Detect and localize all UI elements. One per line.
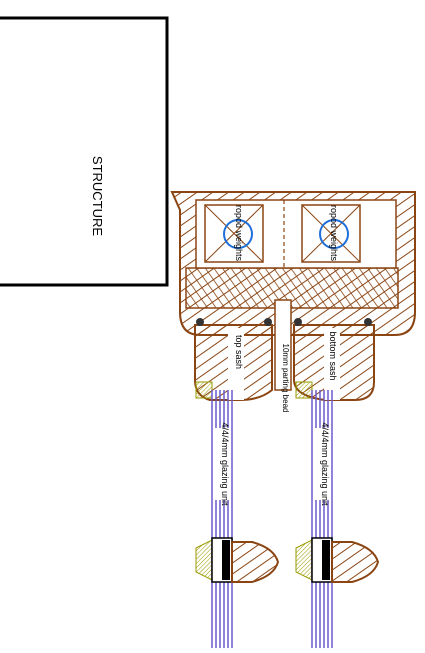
bottom-sash-label: bottom sash bbox=[328, 331, 338, 380]
left-meeting-rail bbox=[195, 537, 280, 583]
parting-bead-label: 10mm parting bead bbox=[281, 344, 290, 413]
structure-wall: STRUCTURE bbox=[0, 16, 169, 287]
structure-label: STRUCTURE bbox=[90, 156, 105, 236]
left-weight-label: ropod weights bbox=[234, 205, 244, 262]
right-glazing-label-bg bbox=[314, 428, 330, 500]
top-sash-label: top sash bbox=[234, 335, 244, 369]
right-top-seal bbox=[295, 381, 313, 399]
right-glazing-label: 4/4/4mm glazing unit bbox=[320, 422, 330, 506]
left-top-seal bbox=[195, 381, 213, 399]
left-glazing-label-bg bbox=[214, 428, 230, 500]
parting-bead: 10mm parting bead bbox=[274, 299, 292, 413]
right-meeting-rail bbox=[295, 537, 380, 583]
left-weight: ropod weights bbox=[204, 204, 264, 263]
left-glazing-label: 4/4/4mm glazing unit bbox=[220, 422, 230, 506]
bottom-sash: bottom sash bbox=[293, 318, 375, 401]
right-weight: ropod weights bbox=[301, 204, 361, 263]
right-weight-label: ropod weights bbox=[329, 205, 339, 262]
